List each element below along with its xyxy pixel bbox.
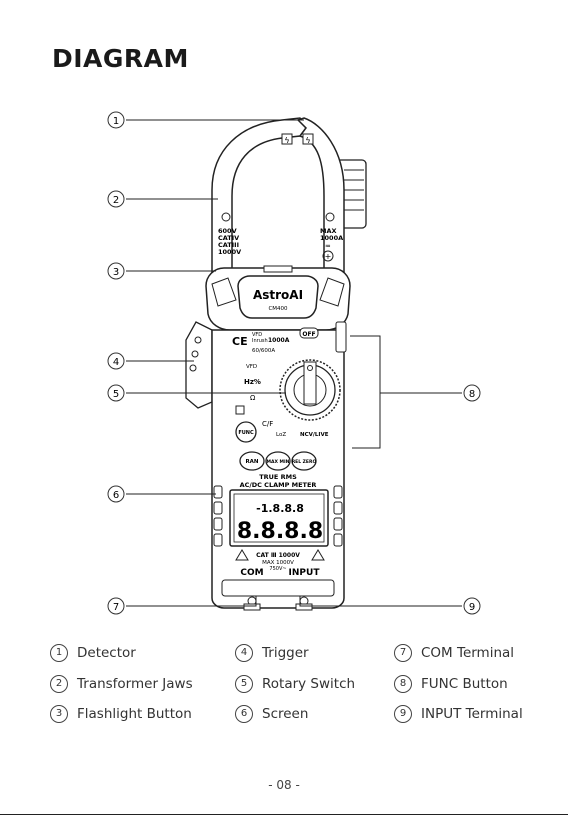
svg-text:5: 5	[113, 389, 119, 400]
func-button[interactable]: FUNC	[236, 422, 256, 442]
footer-divider	[0, 814, 568, 815]
ran-button[interactable]: RAN	[240, 452, 264, 470]
clamp-meter-diagram: ϟ ϟ 600V CATIV CATIII 1000V MAX 1000A ≂ …	[0, 0, 568, 640]
legend-label: Transformer Jaws	[77, 676, 193, 692]
caption-true-rms: TRUE RMS	[259, 473, 297, 481]
svg-text:6: 6	[113, 490, 119, 501]
callout-7: 7	[108, 598, 124, 614]
off-label: OFF	[302, 331, 315, 338]
callout-6: 6	[108, 486, 124, 502]
legend-number: 4	[235, 644, 253, 662]
svg-text:2: 2	[113, 195, 119, 206]
legend-item-trigger: 4 Trigger	[235, 644, 309, 662]
legend-label: Flashlight Button	[77, 706, 192, 722]
legend-number: 1	[50, 644, 68, 662]
legend-item-input-terminal: 9 INPUT Terminal	[394, 705, 523, 723]
callout-3: 3	[108, 263, 124, 279]
svg-text:ϟ: ϟ	[284, 136, 289, 145]
callout-9: 9	[464, 598, 480, 614]
ce-mark: CE	[232, 335, 248, 348]
legend-label: COM Terminal	[421, 645, 514, 661]
func-label: FUNC	[238, 430, 254, 436]
meter-head: AstroAI CM400	[206, 266, 350, 330]
legend-number: 9	[394, 705, 412, 723]
legend-number: 8	[394, 675, 412, 693]
page-number: - 08 -	[0, 778, 568, 792]
legend-number: 2	[50, 675, 68, 693]
v-label: 750V~	[269, 566, 286, 572]
legend-item-detector: 1 Detector	[50, 644, 136, 662]
screen: -1.8.8.8 8.8.8.8	[230, 490, 328, 546]
model-label: CM400	[268, 306, 288, 312]
com-label: COM	[240, 568, 263, 578]
loz-label: LoZ	[276, 432, 286, 438]
callout-5: 5	[108, 385, 124, 401]
rotary-switch[interactable]	[280, 360, 340, 420]
caption-clamp-meter: AC/DC CLAMP METER	[240, 481, 317, 489]
rating-line-4: 1000V	[218, 248, 241, 256]
legend-label: Rotary Switch	[262, 676, 355, 692]
ran-label: RAN	[245, 459, 258, 465]
hz-label: Hz%	[244, 378, 261, 386]
legend-label: FUNC Button	[421, 676, 508, 692]
svg-text:7: 7	[113, 602, 119, 613]
legend-item-flashlight-button: 3 Flashlight Button	[50, 705, 192, 723]
svg-text:8: 8	[469, 389, 475, 400]
legend-item-com-terminal: 7 COM Terminal	[394, 644, 514, 662]
svg-text:+: +	[325, 252, 332, 261]
legend-item-func-button: 8 FUNC Button	[394, 675, 508, 693]
rel-zero-button[interactable]: REL ZERO	[292, 452, 317, 470]
svg-text:1: 1	[113, 116, 119, 127]
button-row: RAN MAX MIN REL ZERO	[240, 452, 316, 470]
ohm-label: Ω	[250, 394, 256, 402]
legend-item-rotary-switch: 5 Rotary Switch	[235, 675, 355, 693]
legend-item-screen: 6 Screen	[235, 705, 308, 723]
legend-item-transformer-jaws: 2 Transformer Jaws	[50, 675, 193, 693]
svg-text:3: 3	[113, 267, 119, 278]
input-terminal	[296, 604, 312, 610]
inrush-label: Inrush	[252, 338, 268, 344]
vfd-v-label: VFD	[246, 364, 257, 370]
legend-label: INPUT Terminal	[421, 706, 523, 722]
legend-number: 7	[394, 644, 412, 662]
ncv-label: NCV/LIVE	[300, 432, 329, 438]
max-min-label: MAX MIN	[267, 459, 290, 465]
input-label: INPUT	[289, 568, 321, 578]
legend-number: 3	[50, 705, 68, 723]
callout-2: 2	[108, 191, 124, 207]
legend-label: Trigger	[262, 645, 309, 661]
legend-number: 5	[235, 675, 253, 693]
svg-text:9: 9	[469, 602, 475, 613]
callout-1: 1	[108, 112, 124, 128]
amp-range-2-label: 60/600A	[252, 348, 275, 354]
legend-number: 6	[235, 705, 253, 723]
brand-logo: AstroAI	[253, 288, 303, 302]
lcd-small-digits: -1.8.8.8	[256, 502, 304, 515]
svg-text:≂: ≂	[325, 242, 331, 250]
svg-text:ϟ: ϟ	[305, 136, 310, 145]
legend-label: Detector	[77, 645, 136, 661]
max-min-button[interactable]: MAX MIN	[266, 452, 290, 470]
svg-text:4: 4	[113, 357, 119, 368]
amp-range-label: 1000A	[268, 337, 290, 344]
rating-current: 1000A	[320, 234, 343, 242]
legend-label: Screen	[262, 706, 308, 722]
com-terminal	[244, 604, 260, 610]
lcd-main-digits: 8.8.8.8	[237, 519, 323, 544]
rel-zero-label: REL ZERO	[292, 459, 317, 465]
trigger	[186, 322, 212, 408]
cat-label: CAT Ⅲ 1000V	[256, 552, 300, 559]
callout-8: 8	[464, 385, 480, 401]
cf-label: C/F	[262, 420, 273, 428]
callout-4: 4	[108, 353, 124, 369]
